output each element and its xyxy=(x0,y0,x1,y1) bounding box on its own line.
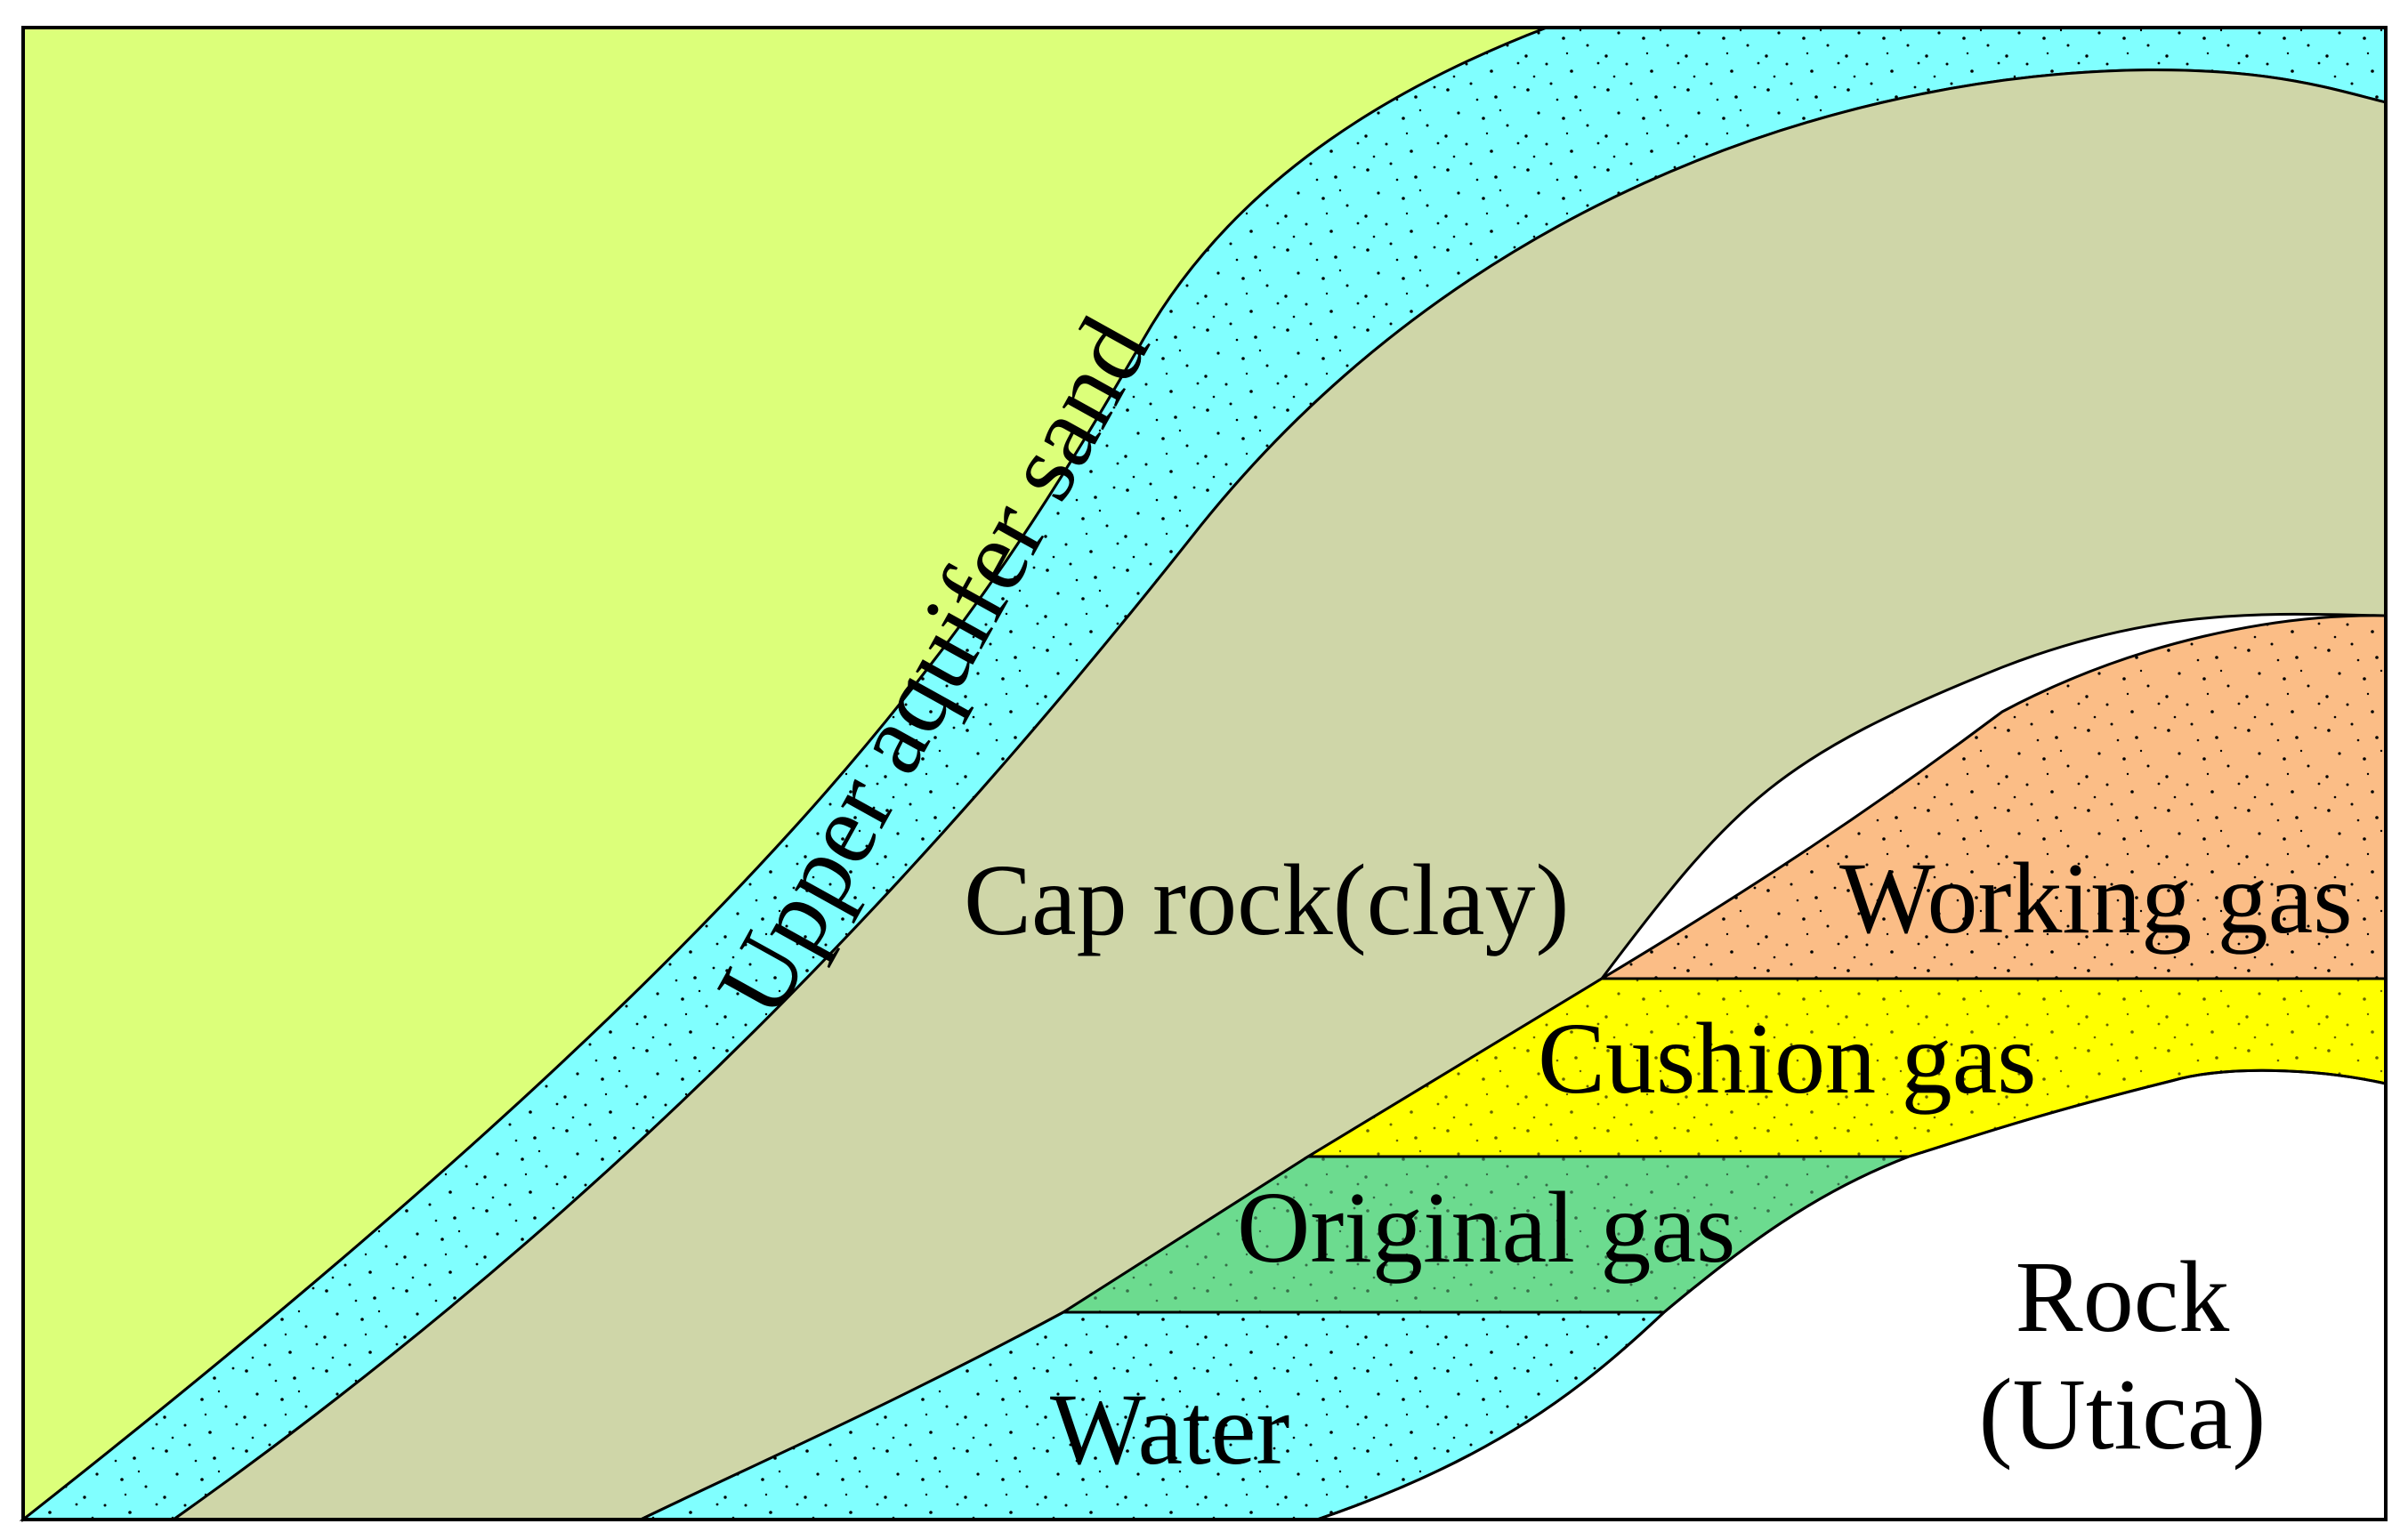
label-original-gas: Original gas xyxy=(1237,1171,1735,1284)
label-rock-utica: (Utica) xyxy=(1979,1358,2267,1471)
label-water: Water xyxy=(1050,1373,1289,1486)
rock-boundary-line xyxy=(1316,1068,2387,1521)
label-cushion-gas: Cushion gas xyxy=(1538,1002,2037,1115)
label-working-gas: Working gas xyxy=(1839,842,2353,955)
cap-rock-clay-layer xyxy=(169,69,2388,1521)
label-cap-rock: Cap rock(clay) xyxy=(964,843,1570,956)
diagram-frame xyxy=(21,26,2388,1521)
label-rock: Rock xyxy=(2016,1240,2230,1353)
